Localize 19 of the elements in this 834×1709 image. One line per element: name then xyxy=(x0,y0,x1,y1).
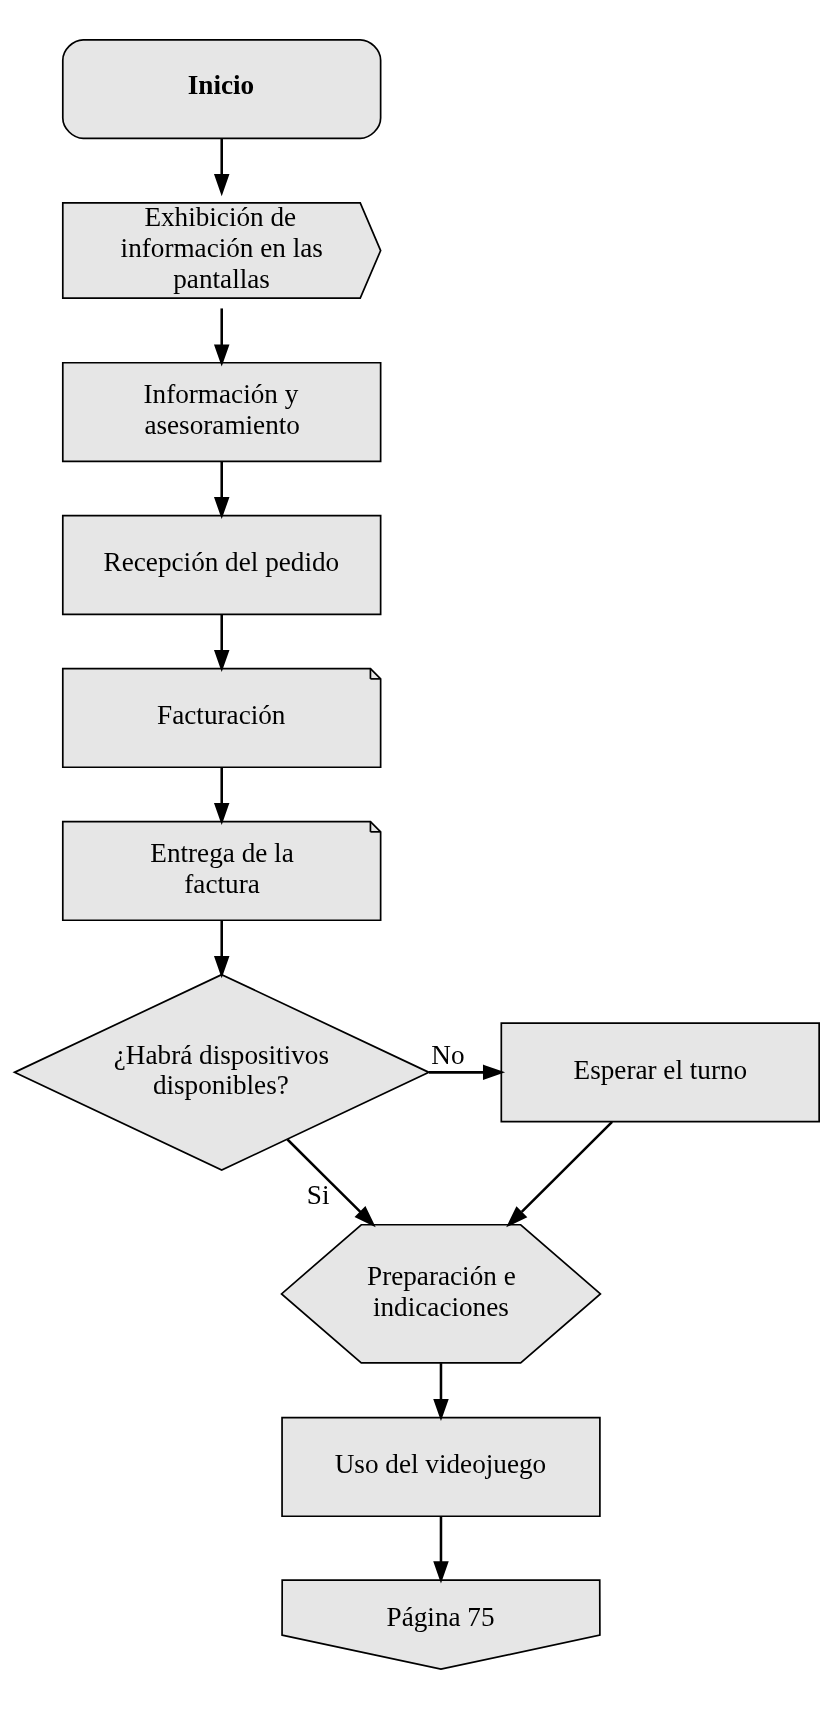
arrow xyxy=(286,1138,376,1228)
node-box: Esperar el turno xyxy=(500,1022,820,1123)
node-box: Recepción del pedido xyxy=(61,514,382,616)
node-box: Uso del videojuego xyxy=(281,1416,601,1518)
arrow xyxy=(213,138,230,197)
edge-label: No xyxy=(431,1039,465,1070)
arrow xyxy=(433,1363,449,1422)
arrow xyxy=(428,1064,506,1081)
node-box: Información y asesoramiento xyxy=(61,361,382,463)
node-diamond: ¿Habrá dispositivos disponibles? xyxy=(12,973,431,1172)
arrow xyxy=(213,308,230,367)
edge-label: Si xyxy=(306,1179,330,1210)
arrow xyxy=(213,767,230,826)
arrow xyxy=(213,461,230,520)
node-box: Inicio xyxy=(61,38,382,140)
arrow xyxy=(213,614,230,673)
arrow xyxy=(213,920,230,979)
arrow xyxy=(433,1516,449,1584)
arrow xyxy=(506,1121,613,1228)
